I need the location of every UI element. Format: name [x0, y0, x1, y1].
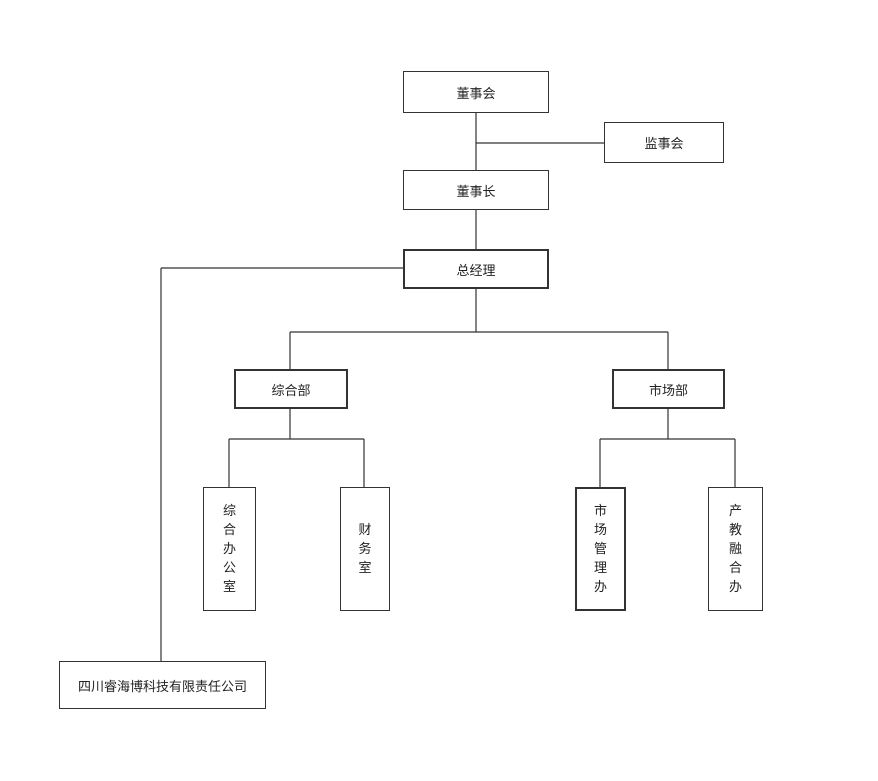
vertical-char: 融 — [728, 541, 742, 557]
vertical-char: 办 — [222, 541, 236, 557]
general-office-node[interactable]: 综合办公室 — [203, 487, 256, 611]
vertical-char: 室 — [358, 560, 372, 576]
vertical-char: 办 — [593, 579, 607, 595]
vertical-char: 理 — [593, 560, 607, 576]
vertical-char: 场 — [593, 522, 607, 538]
vertical-char: 合 — [222, 522, 236, 538]
market-dept-node[interactable]: 市场部 — [612, 369, 725, 409]
vertical-char: 市 — [593, 503, 607, 519]
board-label: 董事会 — [456, 86, 496, 102]
vertical-char: 合 — [728, 560, 742, 576]
general-dept-node[interactable]: 综合部 — [234, 369, 348, 409]
vertical-char: 公 — [222, 560, 236, 576]
vertical-char: 教 — [728, 522, 742, 538]
finance-office-node[interactable]: 财务室 — [340, 487, 390, 611]
finance-office-label: 财务室 — [358, 521, 371, 578]
vertical-char: 综 — [222, 503, 236, 519]
company-node[interactable]: 四川睿海博科技有限责任公司 — [59, 661, 266, 709]
market-mgmt-office-label: 市场管理办 — [594, 502, 607, 597]
industry-edu-office-label: 产教融合办 — [729, 502, 742, 597]
supervisors-label: 监事会 — [644, 137, 684, 152]
vertical-char: 产 — [728, 503, 742, 519]
vertical-char: 办 — [728, 579, 742, 595]
market-mgmt-office-node[interactable]: 市场管理办 — [575, 487, 626, 611]
general-office-label: 综合办公室 — [223, 502, 236, 597]
vertical-char: 财 — [358, 522, 372, 538]
general-manager-label: 总经理 — [456, 263, 496, 279]
industry-edu-office-node[interactable]: 产教融合办 — [708, 487, 763, 611]
chairman-node[interactable]: 董事长 — [403, 170, 549, 210]
vertical-char: 务 — [358, 541, 372, 557]
chairman-label: 董事长 — [456, 184, 496, 200]
company-label: 四川睿海博科技有限责任公司 — [77, 679, 247, 695]
market-dept-label: 市场部 — [648, 383, 688, 399]
general-manager-node[interactable]: 总经理 — [403, 249, 549, 289]
board-node[interactable]: 董事会 — [403, 71, 549, 113]
general-dept-label: 综合部 — [271, 383, 311, 399]
vertical-char: 室 — [222, 579, 236, 595]
supervisors-node[interactable]: 监事会 — [604, 122, 724, 163]
vertical-char: 管 — [593, 541, 607, 557]
